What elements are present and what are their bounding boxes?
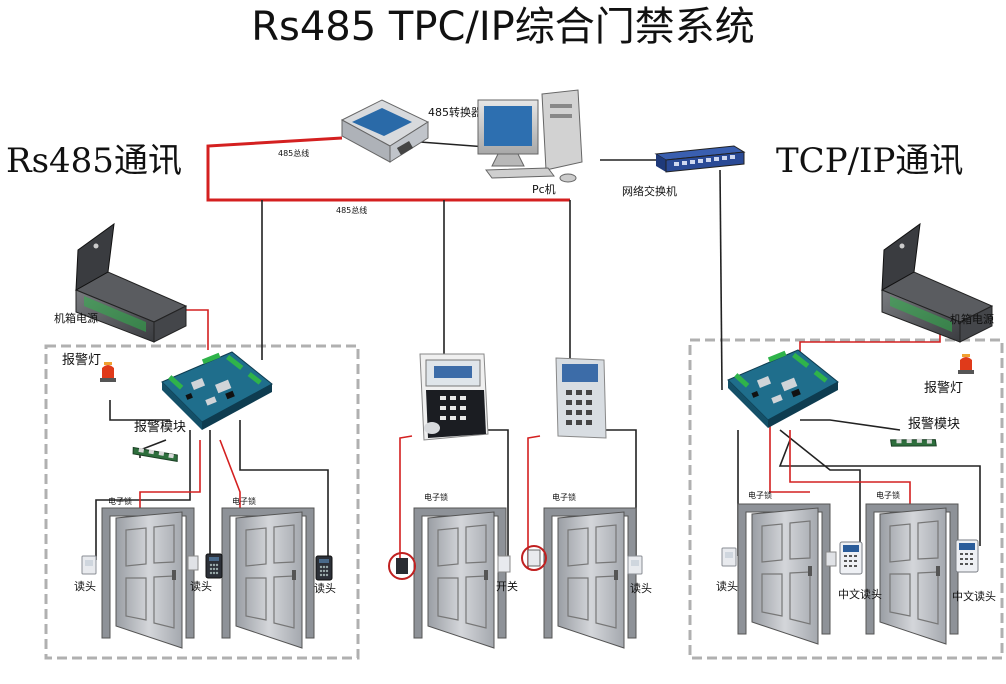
door-center-2 xyxy=(543,507,637,649)
pc-computer xyxy=(477,89,583,183)
reader-r1-label: 读头 xyxy=(716,579,738,593)
converter-label: 485转换器 xyxy=(428,105,482,119)
reader-l1-label: 读头 xyxy=(74,579,96,593)
door-right-1 xyxy=(737,503,831,645)
door-left-1 xyxy=(101,507,195,649)
door-center-1 xyxy=(413,507,507,649)
lock-label-c1: 电子锁 xyxy=(424,492,448,502)
controller-board-left xyxy=(161,351,273,431)
keypad-reader-center-right xyxy=(555,357,607,439)
reader-l3-label: 读头 xyxy=(314,581,336,595)
rs485-converter xyxy=(340,99,430,163)
alarm-light-left-label: 报警灯 xyxy=(62,352,101,368)
reader-cn-r1-line: 中文读头 xyxy=(838,587,882,601)
chinese-reader-r1 xyxy=(839,541,863,575)
reader-cn-r1-label: 中文读头 xyxy=(838,587,882,601)
switch-button-label: 开关 xyxy=(496,579,518,593)
alarm-module-left-label: 报警模块 xyxy=(134,419,186,435)
bus-label-top: 485总线 xyxy=(278,148,309,158)
alarm-module-right-label: 报警模块 xyxy=(908,416,960,432)
lock-label-l1: 电子锁 xyxy=(108,496,132,506)
reader-cn-r2-label: 中文读头 xyxy=(952,589,996,603)
alarm-light-left xyxy=(100,362,116,382)
diagram-title: Rs485 TPC/IP综合门禁系统 xyxy=(251,4,755,50)
card-reader-l1 xyxy=(81,555,97,575)
door-right-2 xyxy=(865,503,959,645)
magnetic-lock-icon xyxy=(396,558,408,574)
door-left-2 xyxy=(221,507,315,649)
alarm-light-right xyxy=(958,354,974,374)
exit-button-r1 xyxy=(825,551,837,567)
rs485-bus xyxy=(206,136,570,202)
signal-wiring xyxy=(95,141,981,560)
card-reader-r1 xyxy=(721,547,737,567)
lock-label-c2: 电子锁 xyxy=(552,492,576,502)
power-right-label: 机箱电源 xyxy=(950,312,994,326)
lock-label-r2: 电子锁 xyxy=(876,490,900,500)
alarm-light-right-label: 报警灯 xyxy=(924,380,963,396)
controller-board-right xyxy=(727,349,839,429)
card-reader-l2 xyxy=(205,553,223,579)
reader-l2-label: 读头 xyxy=(190,579,212,593)
network-switch xyxy=(654,145,746,173)
keypad-reader-center-left xyxy=(419,353,489,441)
exit-reader-circle xyxy=(521,545,547,571)
exit-button-l2 xyxy=(187,555,199,571)
pc-label: Pc机 xyxy=(532,182,556,196)
lock-label-l2: 电子锁 xyxy=(232,496,256,506)
alarm-module-right xyxy=(889,431,938,455)
bus-label-bottom: 485总线 xyxy=(336,205,367,215)
tcpip-controller-group xyxy=(688,338,1004,660)
card-reader-c xyxy=(627,555,643,575)
exit-reader-icon xyxy=(527,549,541,567)
rs485-controller-group xyxy=(44,344,360,660)
reader-c-label: 读头 xyxy=(630,581,652,595)
card-reader-l3 xyxy=(315,555,333,581)
lock-magnet-circle xyxy=(388,552,416,580)
chinese-reader-r2 xyxy=(955,539,979,573)
power-left-label: 机箱电源 xyxy=(54,311,98,325)
tcpip-heading: TCP/IP通讯 xyxy=(776,141,963,181)
rs485-heading: Rs485通讯 xyxy=(6,141,182,181)
exit-switch-icon xyxy=(497,555,511,573)
lock-label-r1: 电子锁 xyxy=(748,490,772,500)
switch-label: 网络交换机 xyxy=(622,184,677,198)
